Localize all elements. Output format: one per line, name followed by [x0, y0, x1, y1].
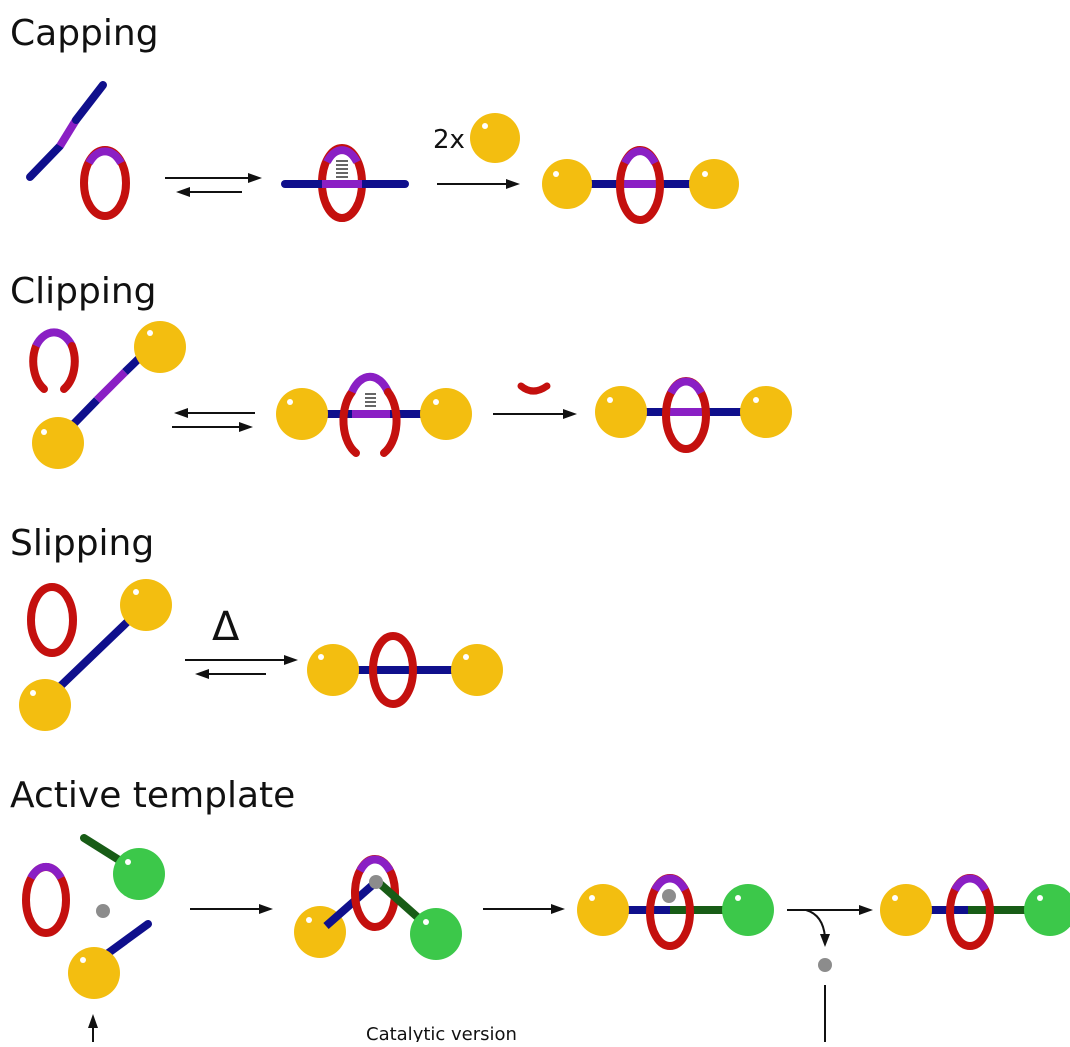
slipping-ring — [27, 583, 77, 657]
hydrogen-bonding-dashes — [336, 160, 348, 178]
metal-bound-rotaxane — [577, 874, 774, 950]
metal-catalyst — [96, 904, 110, 918]
equilibrium-arrow-3 — [185, 655, 298, 679]
release-arrow — [787, 905, 873, 947]
yellow-half-axle — [68, 920, 152, 999]
stopper-reagent — [470, 113, 520, 163]
reaction-arrow-2 — [493, 409, 577, 419]
clipping-fragment — [517, 382, 551, 395]
capping-ring — [80, 146, 130, 220]
capping-scheme: 2x — [26, 81, 739, 224]
active-template-rotaxane — [880, 874, 1070, 950]
reaction-arrow-3 — [190, 904, 273, 914]
macrocycle — [22, 862, 70, 937]
reaction-arrow-4 — [483, 904, 565, 914]
capping-axle — [26, 81, 107, 181]
reaction-arrow — [437, 179, 520, 189]
clipping-title: Clipping — [10, 271, 157, 312]
green-half-axle — [80, 834, 165, 900]
active-template-scheme: Catalytic version — [22, 834, 1070, 1042]
released-metal-catalyst — [818, 958, 832, 972]
slipped-rotaxane — [307, 632, 503, 708]
slipping-axle — [19, 579, 172, 731]
equilibrium-arrow — [165, 173, 262, 197]
equilibrium-arrow-2 — [172, 408, 255, 432]
pseudorotaxane-complex — [281, 144, 409, 222]
catalytic-version-label: Catalytic version — [366, 1024, 517, 1042]
capped-rotaxane — [542, 146, 739, 224]
clipping-complex — [276, 372, 472, 457]
metal-complex — [294, 855, 462, 960]
clipping-scheme — [29, 321, 792, 469]
active-template-title: Active template — [10, 775, 296, 816]
stopper-equivalents-label: 2x — [433, 125, 465, 155]
heat-label: Δ — [212, 604, 240, 650]
open-ring — [29, 328, 79, 393]
catalytic-cycle-arrows — [88, 985, 826, 1042]
clipped-rotaxane — [595, 377, 792, 453]
slipping-scheme: Δ — [19, 579, 503, 731]
capping-title: Capping — [10, 13, 159, 54]
stoppered-axle — [32, 321, 186, 469]
slipping-title: Slipping — [10, 523, 155, 564]
